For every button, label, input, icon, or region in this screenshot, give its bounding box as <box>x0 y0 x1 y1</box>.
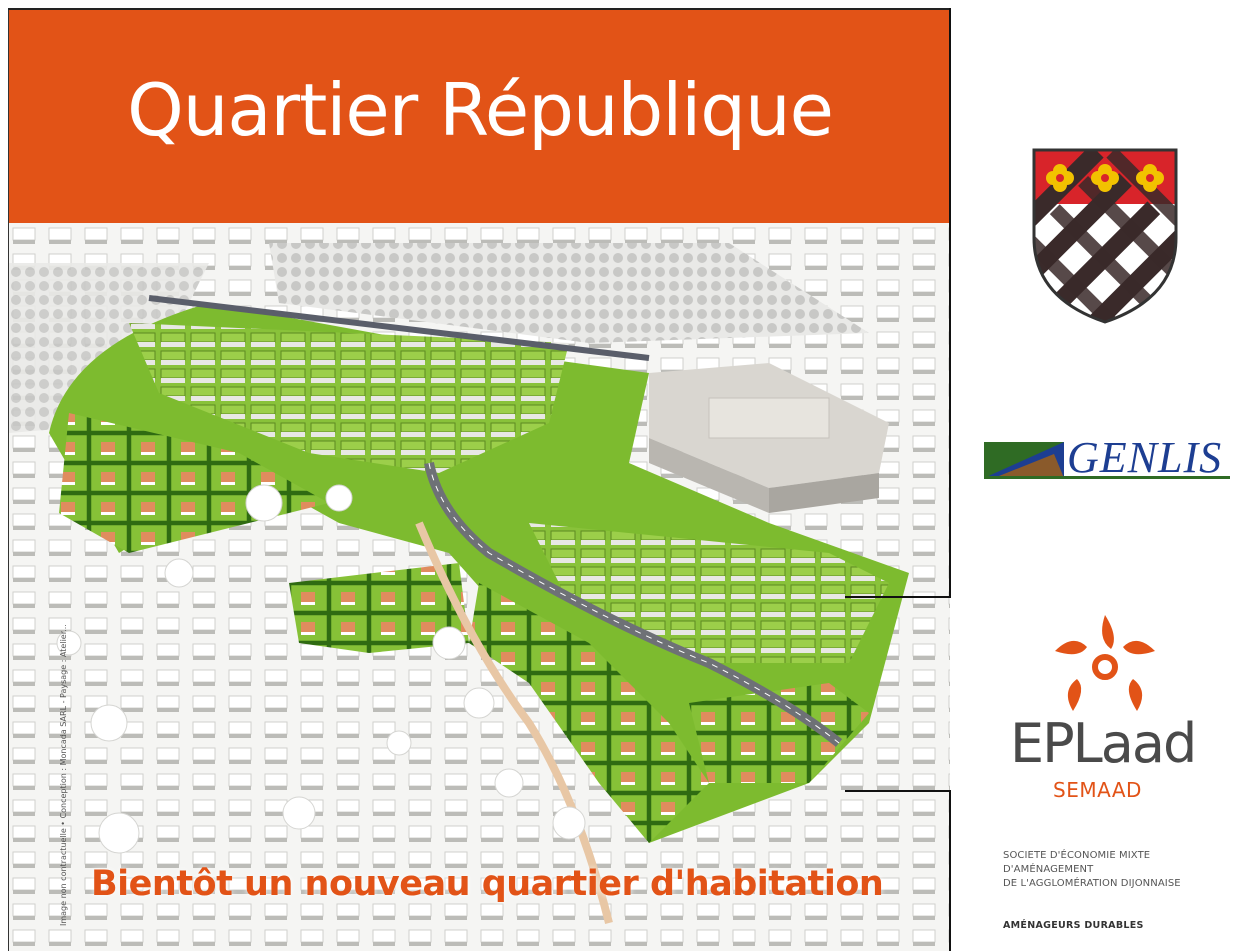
agency-description-line-2: D'AMÉNAGEMENT <box>1003 864 1094 875</box>
agency-description-line-3: DE L'AGGLOMÉRATION DIJONNAISE <box>1003 878 1181 889</box>
poster-tagline: Bientôt un nouveau quartier d'habitation <box>91 864 884 904</box>
frame-line-right-upper <box>949 8 951 598</box>
poster: Quartier République <box>8 8 950 951</box>
agency-wordmark: EPLaad <box>1010 712 1197 775</box>
poster-title: Quartier République <box>127 67 834 152</box>
frame-top-line <box>8 8 950 10</box>
agency-slogan: AMÉNAGEURS DURABLES <box>1003 920 1144 931</box>
image-credit: Image non contractuelle • Conception : M… <box>59 624 68 926</box>
agency-description-line-1: SOCIETE D'ÉCONOMIE MIXTE <box>1003 850 1151 861</box>
landscape-icon <box>984 442 1230 479</box>
commercial-building <box>649 363 889 513</box>
frame-line-step-2 <box>845 790 951 792</box>
city-name: GENLIS <box>1067 433 1223 482</box>
frame-line-step <box>845 596 951 598</box>
aerial-rendering <box>9 223 950 951</box>
agency-name: SEMAAD <box>1053 778 1142 802</box>
star-logo-icon <box>1055 615 1155 711</box>
frame-line-right-lower <box>949 790 951 951</box>
title-banner: Quartier République <box>9 8 950 223</box>
coat-of-arms-icon <box>1032 148 1178 324</box>
